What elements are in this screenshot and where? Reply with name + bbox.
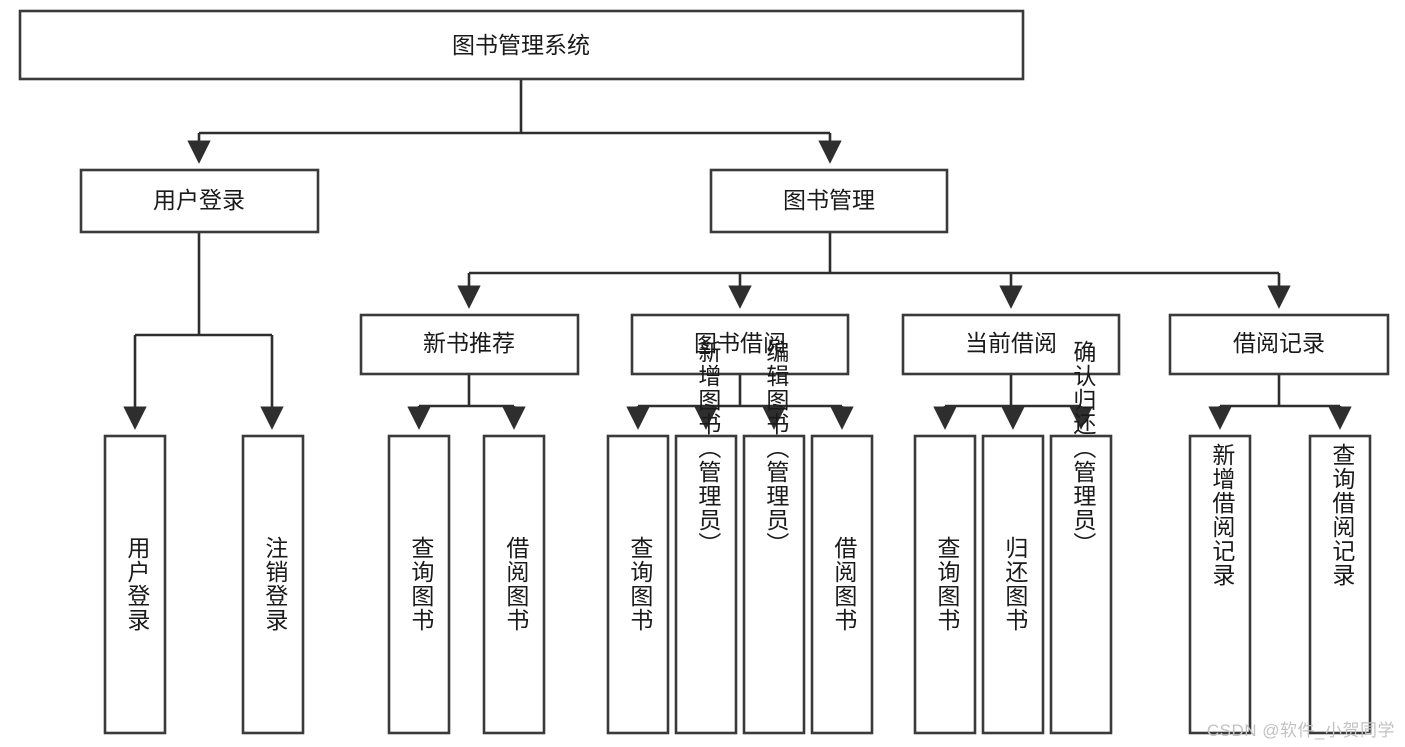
node-book-management[interactable]: 图书管理 xyxy=(709,168,949,234)
node-borrow-records-label: 借阅记录 xyxy=(1233,330,1325,356)
leaf-query-books-recommend[interactable]: 查询图书 xyxy=(387,434,451,735)
leaf-add-book-admin-box[interactable] xyxy=(674,434,738,735)
node-user-login-label: 用户登录 xyxy=(153,187,245,213)
node-current-borrow-label: 当前借阅 xyxy=(965,330,1057,356)
leaf-borrow-books-recommend-label: 借阅图书 xyxy=(503,536,530,632)
leaf-user-login[interactable]: 用户登录 xyxy=(103,434,167,735)
leaf-edit-book-admin[interactable]: 编辑图书（管理员） xyxy=(742,340,806,735)
leaf-user-login-label: 用户登录 xyxy=(124,536,151,632)
leaf-borrow-books-recommend-box[interactable] xyxy=(482,434,546,735)
connector-layer xyxy=(123,79,1352,430)
leaf-logout[interactable]: 注销登录 xyxy=(241,434,305,735)
node-user-login-box[interactable] xyxy=(79,168,320,234)
leaf-return-books[interactable]: 归还图书 xyxy=(981,434,1045,735)
node-root-system-label: 图书管理系统 xyxy=(452,32,590,58)
leaf-query-books-borrow-box[interactable] xyxy=(606,434,670,735)
node-root-system-box[interactable] xyxy=(18,9,1025,81)
leaf-query-books-current[interactable]: 查询图书 xyxy=(913,434,977,735)
leaf-borrow-books-borrow-box[interactable] xyxy=(810,434,874,735)
leaf-user-login-box[interactable] xyxy=(103,434,167,735)
leaf-query-borrow-record-box[interactable] xyxy=(1308,434,1372,735)
leaf-query-books-current-box[interactable] xyxy=(913,434,977,735)
leaf-confirm-return-admin-box[interactable] xyxy=(1049,434,1113,735)
leaf-query-books-borrow[interactable]: 查询图书 xyxy=(606,434,670,735)
leaf-query-books-current-label: 查询图书 xyxy=(934,536,961,632)
node-book-management-label: 图书管理 xyxy=(783,187,875,213)
leaf-confirm-return-admin-label: 确认归还（管理员） xyxy=(1070,340,1097,556)
leaf-confirm-return-admin[interactable]: 确认归还（管理员） xyxy=(1049,340,1113,735)
leaf-borrow-books-borrow-label: 借阅图书 xyxy=(831,536,858,632)
leaf-add-borrow-record[interactable]: 新增借阅记录 xyxy=(1188,434,1252,735)
node-new-book-recommend-box[interactable] xyxy=(359,313,580,376)
leaf-edit-book-admin-box[interactable] xyxy=(742,434,806,735)
leaf-query-books-recommend-box[interactable] xyxy=(387,434,451,735)
node-borrow-records[interactable]: 借阅记录 xyxy=(1168,313,1390,376)
leaf-query-books-recommend-label: 查询图书 xyxy=(408,536,435,632)
node-book-borrow[interactable]: 图书借阅 xyxy=(630,313,850,376)
leaf-borrow-books-borrow[interactable]: 借阅图书 xyxy=(810,434,874,735)
leaf-add-borrow-record-box[interactable] xyxy=(1188,434,1252,735)
leaf-query-books-borrow-label: 查询图书 xyxy=(627,536,654,632)
leaf-query-borrow-record[interactable]: 查询借阅记录 xyxy=(1308,434,1372,735)
leaf-add-borrow-record-label: 新增借阅记录 xyxy=(1209,443,1236,587)
node-new-book-recommend[interactable]: 新书推荐 xyxy=(359,313,580,376)
node-user-login[interactable]: 用户登录 xyxy=(79,168,320,234)
leaf-add-book-admin[interactable]: 新增图书（管理员） xyxy=(674,340,738,735)
node-root-system[interactable]: 图书管理系统 xyxy=(18,9,1025,81)
node-new-book-recommend-label: 新书推荐 xyxy=(423,330,515,356)
leaf-borrow-books-recommend[interactable]: 借阅图书 xyxy=(482,434,546,735)
leaf-add-book-admin-label: 新增图书（管理员） xyxy=(695,340,722,556)
leaf-edit-book-admin-label: 编辑图书（管理员） xyxy=(763,340,790,556)
leaf-query-borrow-record-label: 查询借阅记录 xyxy=(1329,443,1356,587)
node-book-borrow-box[interactable] xyxy=(630,313,850,376)
leaf-return-books-label: 归还图书 xyxy=(1002,536,1029,632)
node-book-borrow-label: 图书借阅 xyxy=(694,330,786,356)
node-borrow-records-box[interactable] xyxy=(1168,313,1390,376)
leaf-logout-box[interactable] xyxy=(241,434,305,735)
node-current-borrow[interactable]: 当前借阅 xyxy=(901,313,1121,376)
node-book-management-box[interactable] xyxy=(709,168,949,234)
node-current-borrow-box[interactable] xyxy=(901,313,1121,376)
leaf-logout-label: 注销登录 xyxy=(262,536,289,632)
leaf-return-books-box[interactable] xyxy=(981,434,1045,735)
